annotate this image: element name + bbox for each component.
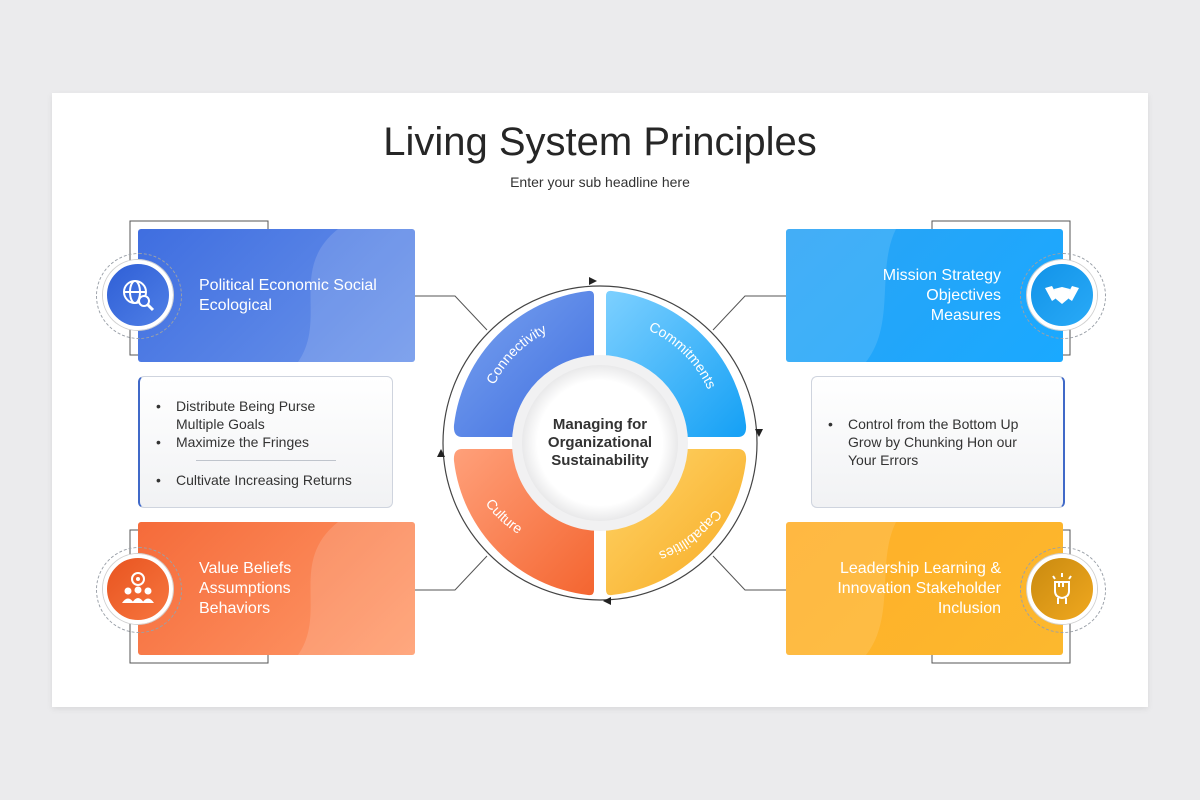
bullets-box-right: Control from the Bottom Up Grow by Chunki…: [811, 376, 1065, 508]
bracket-top-right: [931, 220, 1071, 356]
card-line: Ecological: [199, 297, 272, 314]
outer-ring: [442, 285, 758, 601]
card-line: Inclusion: [937, 600, 1001, 617]
bullet-item: Cultivate Increasing Returns: [156, 471, 352, 489]
page-title: Living System Principles: [383, 120, 817, 164]
card-line: Political Economic Social: [199, 277, 377, 294]
bullet-line: Multiple Goals: [176, 416, 265, 432]
card-wave-decoration: [298, 229, 415, 362]
bullet-line: Control from the Bottom Up: [848, 416, 1019, 432]
bullet-item: Maximize the Fringes: [156, 433, 315, 451]
page-subtitle: Enter your sub headline here: [510, 174, 690, 190]
bullet-line: Distribute Being Purse: [176, 398, 316, 414]
card-wave-decoration: [298, 522, 415, 655]
card-line: Behaviors: [199, 600, 271, 617]
icon-ring-dashed: [1020, 253, 1106, 339]
handshake-icon: [1027, 260, 1097, 330]
card-line: Leadership Learning &: [839, 560, 1001, 577]
bullet-divider: [196, 460, 336, 461]
card-wave-decoration: [786, 522, 896, 655]
card-line: Measures: [930, 307, 1001, 324]
center-label-line: Managing for: [552, 416, 648, 433]
card-line: Objectives: [926, 287, 1001, 304]
ring-arrow-top: [589, 277, 597, 285]
card-line: Assumptions: [199, 580, 291, 597]
card-wave-decoration: [786, 229, 896, 362]
ring-arrow-right: [755, 429, 763, 437]
icon-ring-dashed: [96, 253, 182, 339]
segment-connectivity: [453, 290, 594, 437]
bullet-line: Your Errors: [848, 452, 919, 468]
connector-bottom-left: [415, 555, 488, 591]
globe-search-icon: [103, 260, 173, 330]
card-leadership-learning: Leadership Learning & Innovation Stakeho…: [786, 522, 1063, 655]
card-line: Value Beliefs: [199, 560, 292, 577]
bullet-item: Control from the Bottom Up Grow by Chunki…: [828, 415, 1018, 469]
bracket-bottom-right: [931, 529, 1071, 664]
center-label-line: Sustainability: [551, 452, 649, 469]
bullet-line: Grow by Chunking Hon our: [848, 434, 1017, 450]
ring-arrow-left: [437, 449, 445, 457]
card-political-economic: Political Economic Social Ecological: [138, 229, 415, 362]
segment-commitments: [606, 290, 747, 437]
bracket-top-left: [129, 220, 269, 356]
center-circle: [522, 365, 678, 521]
connector-bottom-right: [712, 555, 786, 591]
icon-ring-dashed: [1020, 547, 1106, 633]
ring-arrow-bottom: [603, 597, 611, 605]
card-value-beliefs: Value Beliefs Assumptions Behaviors: [138, 522, 415, 655]
center-label: Managing for Organizational Sustainabili…: [525, 416, 675, 470]
icon-ring-dashed: [96, 547, 182, 633]
connector-top-left: [415, 295, 488, 331]
card-line: Mission Strategy: [882, 267, 1001, 284]
raised-fist-icon: [1027, 554, 1097, 624]
segment-capabilities: [606, 449, 747, 596]
center-label-line: Organizational: [547, 434, 653, 451]
team-target-icon: [103, 554, 173, 624]
card-line: Innovation Stakeholder: [837, 580, 1001, 597]
card-mission-strategy: Mission Strategy Objectives Measures: [786, 229, 1063, 362]
segment-culture: [453, 449, 594, 596]
connector-top-right: [712, 295, 786, 331]
bracket-bottom-left: [129, 529, 269, 664]
